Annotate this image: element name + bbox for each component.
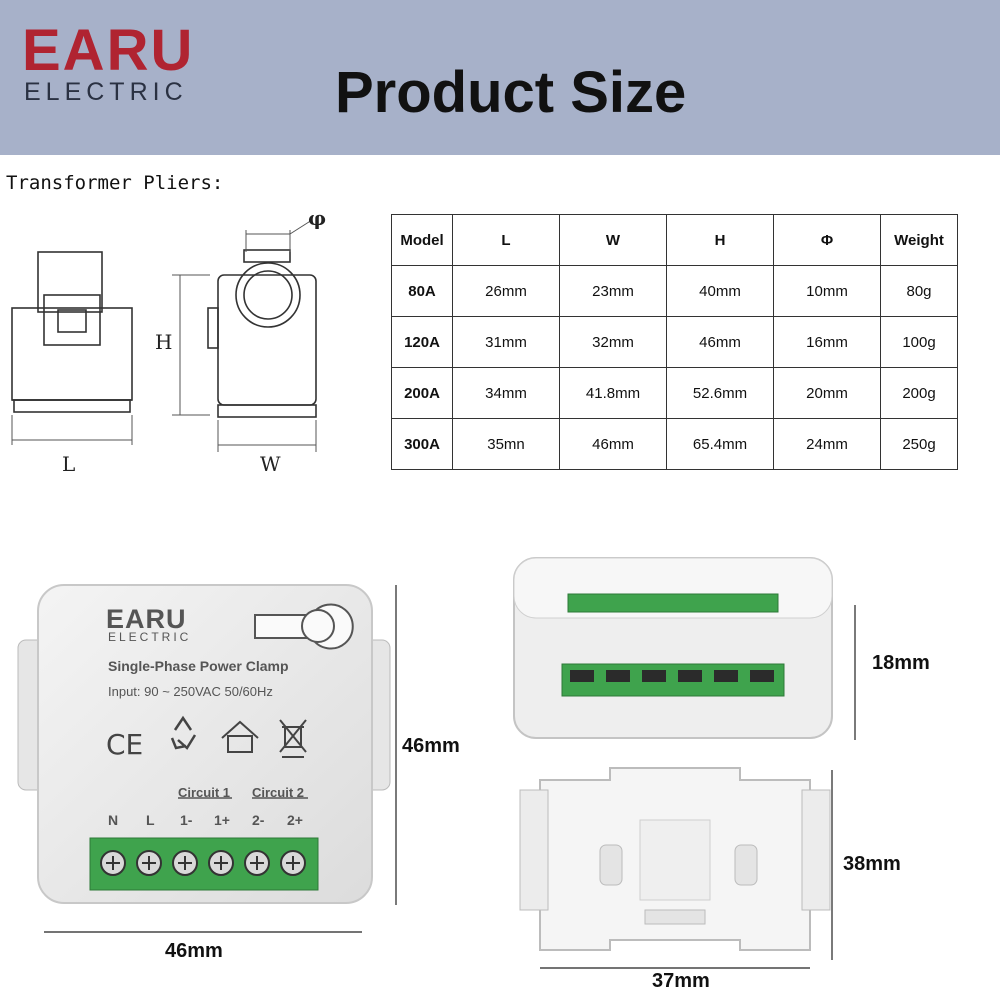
device-side-drawing [513,557,856,740]
terminal-label: 1+ [214,812,230,828]
cell-l: 34mm [452,367,560,419]
header-phi: Φ [773,214,881,266]
front-width-dimension: 46mm [165,940,223,962]
cell-h: 52.6mm [666,367,774,419]
phi-label: φ [308,206,327,230]
header-model: Model [391,214,453,266]
cell-model: 300A [391,418,453,470]
cell-w: 32mm [559,316,667,368]
cell-h: 46mm [666,316,774,368]
cell-model: 80A [391,265,453,317]
device-brand-sub: ELECTRIC [108,630,192,644]
front-height-dimension: 46mm [402,735,460,757]
brand-logo: EARU [22,18,195,83]
cell-model: 200A [391,367,453,419]
header-h: H [666,214,774,266]
table-row: 300A 35mn 46mm 65.4mm 24mm 250g [391,418,958,470]
header-weight: Weight [880,214,958,266]
cell-w: 23mm [559,265,667,317]
device-input: Input: 90 ~ 250VAC 50/60Hz [108,684,273,699]
table-row: 200A 34mm 41.8mm 52.6mm 20mm 200g [391,367,958,419]
device-name: Single-Phase Power Clamp [108,658,289,674]
terminal-label: L [146,812,155,828]
terminal-label: N [108,812,119,828]
ce-mark: CE [106,728,144,761]
header-l: L [452,214,560,266]
height-label: H [155,330,173,354]
terminal-label: 2- [252,812,265,828]
brand-subtitle: ELECTRIC [24,78,188,106]
cell-weight: 200g [880,367,958,419]
device-brand: EARU [106,604,187,634]
page-title: Product Size [335,60,687,125]
cell-phi: 16mm [773,316,881,368]
cell-weight: 100g [880,316,958,368]
house-icon [221,720,259,753]
side-height-dimension: 18mm [872,652,930,674]
cell-weight: 80g [880,265,958,317]
table-row: 80A 26mm 23mm 40mm 10mm 80g [391,265,958,317]
cell-phi: 20mm [773,367,881,419]
cell-w: 46mm [559,418,667,470]
terminal-label: 1- [180,812,193,828]
cell-phi: 24mm [773,418,881,470]
table-header-row: Model L W H Φ Weight [391,214,958,266]
cell-w: 41.8mm [559,367,667,419]
recycle-icon [170,715,197,750]
header-banner [0,0,1000,155]
waste-bin-icon [279,719,307,758]
circuit1-label: Circuit 1 [178,785,231,800]
spec-table: Model L W H Φ Weight 80A 26mm 23mm 40mm … [391,214,958,470]
transformer-drawing [11,219,317,452]
cell-phi: 10mm [773,265,881,317]
device-front-drawing [17,584,397,933]
bracket-height-dimension: 38mm [843,853,901,875]
cell-l: 26mm [452,265,560,317]
cell-model: 120A [391,316,453,368]
mounting-bracket-drawing [519,767,833,969]
cell-weight: 250g [880,418,958,470]
cell-h: 40mm [666,265,774,317]
circuit2-label: Circuit 2 [252,785,305,800]
cell-l: 35mn [452,418,560,470]
cell-h: 65.4mm [666,418,774,470]
width-label: W [260,452,281,476]
section-label: Transformer Pliers: [6,172,224,194]
bracket-width-dimension: 37mm [652,970,710,992]
terminal-label: 2+ [287,812,303,828]
length-label: L [62,452,76,476]
table-row: 120A 31mm 32mm 46mm 16mm 100g [391,316,958,368]
cell-l: 31mm [452,316,560,368]
header-w: W [559,214,667,266]
